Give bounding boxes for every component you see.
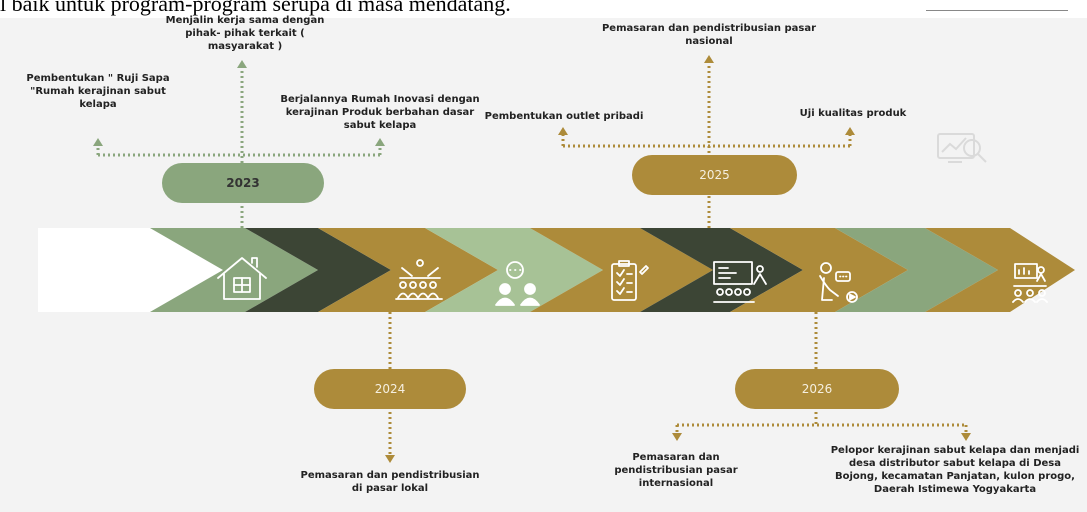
house-icon <box>217 257 267 300</box>
chevron-8 <box>730 228 908 312</box>
milestone-2023-left-label: Pembentukan " Ruji Sapa "Rumah kerajinan… <box>26 73 170 110</box>
chevron-9 <box>835 228 998 312</box>
chevron-band <box>38 228 1075 312</box>
checklist-icon <box>611 260 649 301</box>
chevron-10 <box>925 228 1075 312</box>
year-pill-2024: 2024 <box>314 369 466 409</box>
community-meeting-icon <box>395 259 443 300</box>
presentation-icon <box>713 261 767 303</box>
chevron-1 <box>38 228 223 312</box>
connectors-2025 <box>561 62 852 228</box>
header-text: l baik untuk program-program serupa di m… <box>0 0 511 16</box>
header-strip: l baik untuk program-program serupa di m… <box>0 0 1087 18</box>
chevron-6 <box>530 228 713 312</box>
milestone-2026-left-label: Pemasaran dan pendistribusian pasar inte… <box>614 452 738 489</box>
header-rule <box>926 10 1068 11</box>
year-pill-2025: 2025 <box>632 155 797 195</box>
analytics-watermark-icon <box>937 133 987 163</box>
arrowheads-2023 <box>93 60 385 146</box>
chevron-2 <box>150 228 318 312</box>
discussion-icon <box>495 261 540 306</box>
arrowheads-2025 <box>558 55 855 135</box>
consultation-icon <box>819 262 858 303</box>
milestone-2025-center-label: Pemasaran dan pendistribusian pasar nasi… <box>601 23 817 47</box>
milestone-2026-right-label: Pelopor kerajinan sabut kelapa dan menja… <box>830 445 1080 495</box>
milestone-2025-right-label: Uji kualitas produk <box>799 108 907 119</box>
year-pill-2023: 2023 <box>162 163 324 203</box>
chevron-5 <box>425 228 603 312</box>
arrowheads-2026 <box>672 433 971 441</box>
chevron-4 <box>318 228 498 312</box>
milestone-2025-left-label: Pembentukan outlet pribadi <box>484 111 644 122</box>
milestone-2023-center-label: Menjalin kerja sama dengan pihak- pihak … <box>165 15 325 52</box>
year-pill-2026: 2026 <box>735 369 899 409</box>
milestone-2023-right-label: Berjalannya Rumah Inovasi dengan kerajin… <box>280 94 480 131</box>
board-meeting-icon <box>1012 263 1048 303</box>
chevron-7 <box>640 228 803 312</box>
connectors-2026 <box>675 312 968 433</box>
milestone-2024-label: Pemasaran dan pendistribusian di pasar l… <box>300 470 480 494</box>
arrowhead-2024 <box>385 455 395 463</box>
